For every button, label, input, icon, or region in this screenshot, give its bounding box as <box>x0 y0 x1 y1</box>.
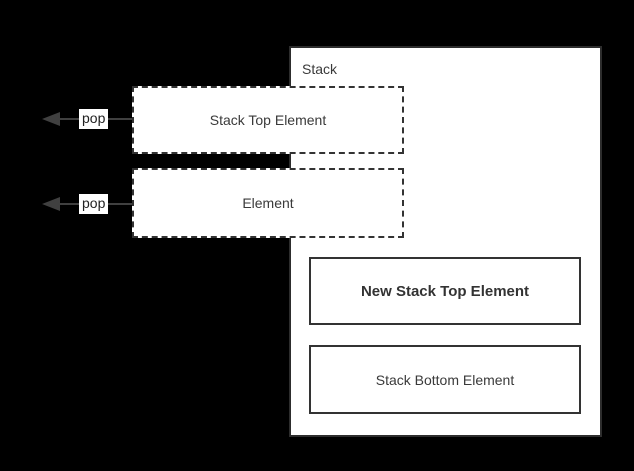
popped-element-label: Element <box>242 195 294 211</box>
popped-element-stack-top: Stack Top Element <box>132 86 404 154</box>
stack-element-new-top: New Stack Top Element <box>309 257 581 325</box>
popped-element-label: Stack Top Element <box>209 112 327 128</box>
stack-element-bottom: Stack Bottom Element <box>309 345 581 414</box>
stack-container-label: Stack <box>300 61 340 77</box>
arrow-left-icon <box>42 197 60 211</box>
popped-element-generic: Element <box>132 168 404 238</box>
arrow-left-icon <box>42 112 60 126</box>
stack-element-label: New Stack Top Element <box>360 282 530 300</box>
pop-action-label-2: pop <box>79 194 109 214</box>
stack-element-label: Stack Bottom Element <box>375 371 515 388</box>
pop-action-label-1: pop <box>79 109 109 129</box>
